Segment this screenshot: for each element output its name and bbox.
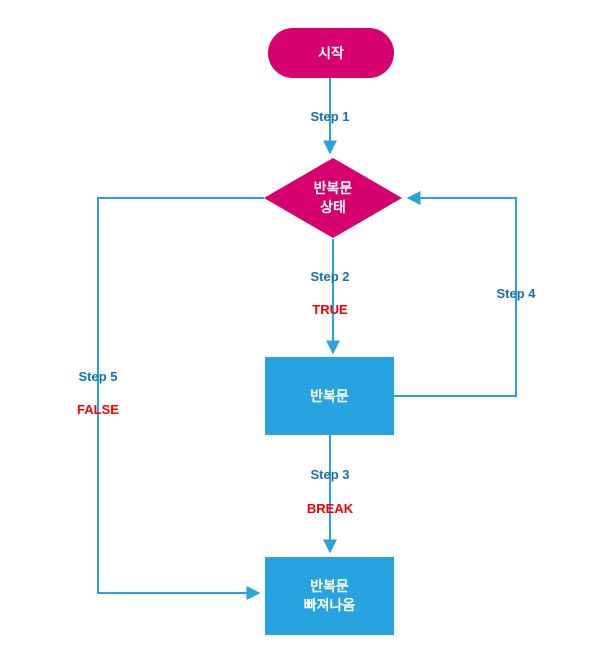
edge-label-step-5: Step 5	[78, 369, 118, 384]
node-condition[interactable]	[264, 158, 402, 238]
edge-label-step-4: Step 4	[496, 286, 536, 301]
node-loop-body[interactable]	[265, 357, 394, 435]
edge-label-step-2: Step 2	[310, 269, 350, 284]
edge-condition-to-exit	[97, 197, 264, 600]
node-loop-exit[interactable]	[265, 557, 394, 635]
edge-body-back-to-condition	[394, 191, 517, 397]
edge-label-step-1: Step 1	[310, 109, 350, 124]
edge-label-false: FALSE	[77, 402, 119, 417]
edge-label-step-3: Step 3	[310, 467, 350, 482]
edge-label-true: TRUE	[312, 302, 348, 317]
edge-label-break: BREAK	[306, 501, 354, 516]
node-start[interactable]	[268, 28, 394, 78]
